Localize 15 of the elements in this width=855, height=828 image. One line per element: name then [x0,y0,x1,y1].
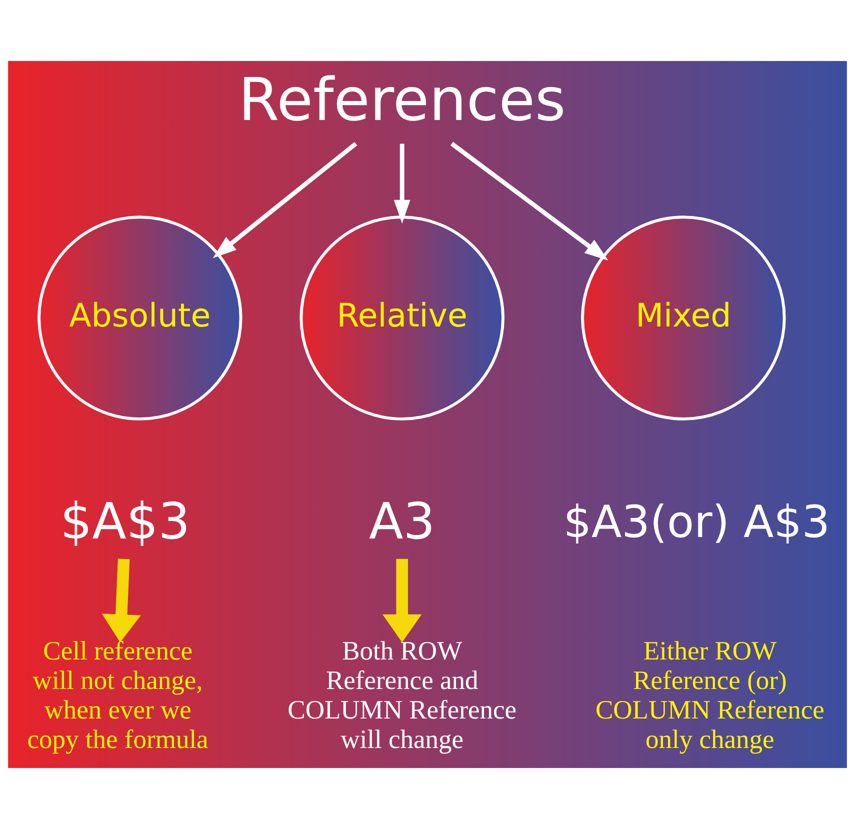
arrow [382,558,422,642]
node-text: Both ROW Reference and COLUMN Reference will change [288,635,517,754]
arrow [394,143,410,223]
node-text: References [238,64,566,134]
node-circle: Mixed [581,215,786,420]
node-circle: Absolute [38,215,242,420]
node-text: Cell reference will not change, when ever we copy the formula [27,635,208,754]
node-label: $A3(or) A$3 [563,496,830,548]
node-text: A3 [369,492,436,550]
arrow [102,558,141,642]
arrow [450,141,608,260]
node-text: $A$3 [60,492,190,550]
node-circle: Relative [300,215,504,420]
node-label: Either ROW Reference (or) COLUMN Reference only change [596,635,824,754]
arrow [212,141,358,258]
